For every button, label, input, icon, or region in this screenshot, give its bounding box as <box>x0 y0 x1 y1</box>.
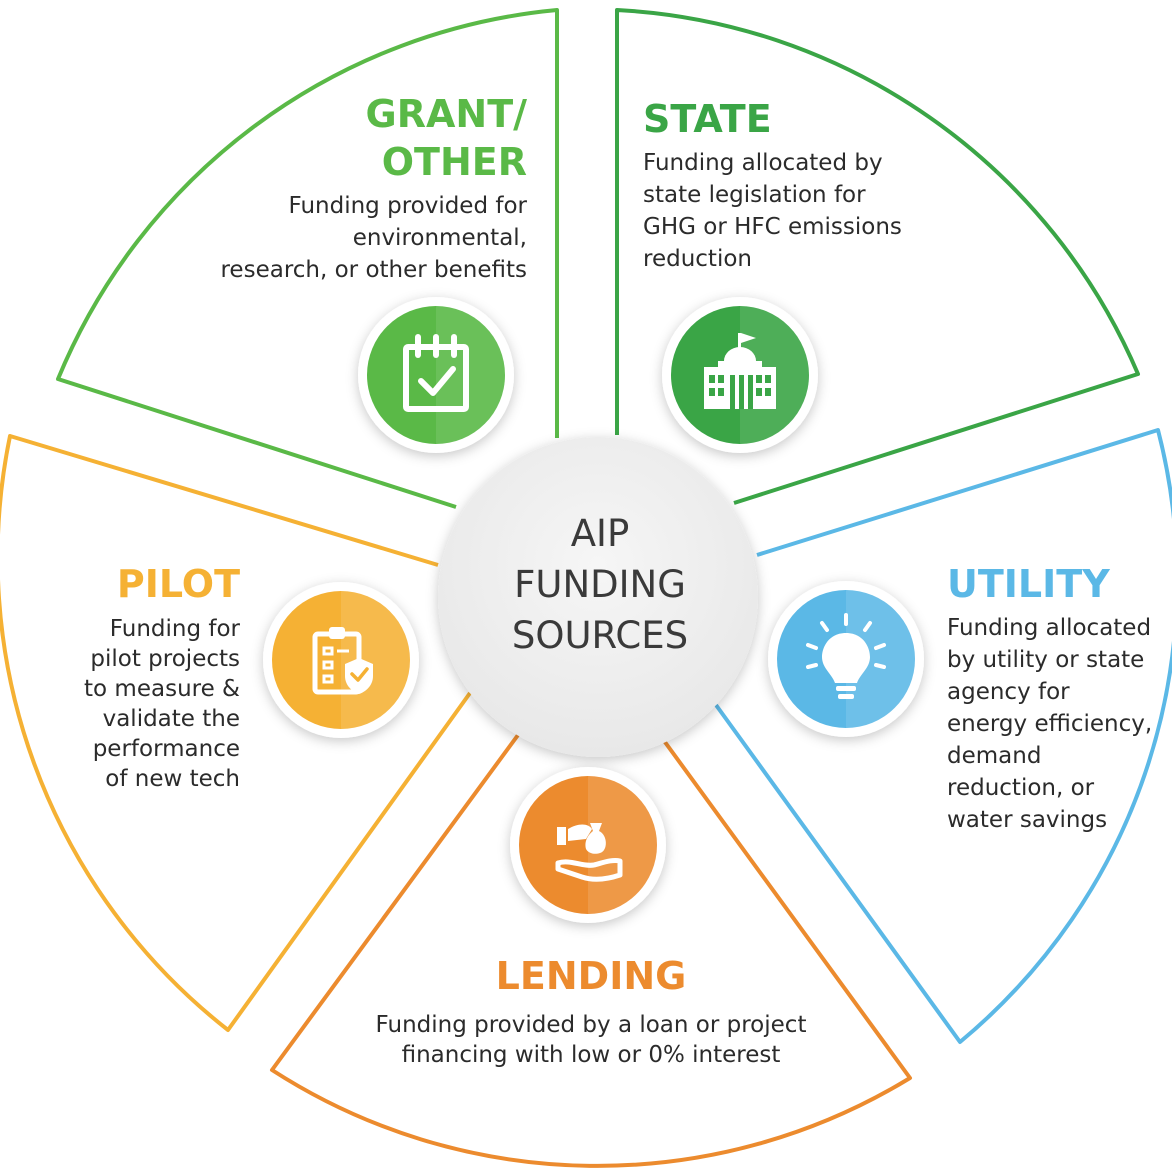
grant-icon-badge <box>358 297 514 453</box>
utility-icon-badge <box>768 581 924 737</box>
grant-title-line-2: OTHER <box>381 140 527 184</box>
pilot-description: Funding for pilot projects to measure & … <box>84 616 240 792</box>
utility-segment-outline <box>714 428 1172 1044</box>
utility-title: UTILITY <box>947 562 1110 606</box>
center-label-line-2: FUNDING <box>514 563 686 606</box>
lending-segment-outline <box>270 733 912 1168</box>
clipboard-shield-icon <box>312 627 373 695</box>
grant-title: GRANT/ OTHER <box>366 90 527 186</box>
utility-description: Funding allocated by utility or state ag… <box>947 615 1153 833</box>
center-label-line-3: SOURCES <box>511 614 689 657</box>
state-title: STATE <box>643 97 772 141</box>
center-label-line-1: AIP <box>570 512 630 555</box>
grant-segment-outline <box>56 8 559 509</box>
lending-description: Funding provided by a loan or project fi… <box>375 1012 807 1068</box>
center-circle <box>438 437 758 757</box>
hand-money-bag-icon <box>555 823 623 882</box>
grant-title-line-1: GRANT/ <box>365 92 527 136</box>
state-segment-outline <box>615 8 1140 505</box>
checklist-calendar-icon <box>403 334 469 412</box>
lending-icon-badge <box>510 767 666 923</box>
light-bulb-icon <box>806 613 886 699</box>
pilot-segment-outline <box>0 434 472 1032</box>
grant-description: Funding provided for environmental, rese… <box>220 193 527 283</box>
state-icon-badge <box>662 297 818 453</box>
center-label: AIP FUNDING SOURCES <box>440 508 760 661</box>
lending-title: LENDING <box>495 954 687 998</box>
state-description: Funding allocated by state legislation f… <box>643 150 902 272</box>
pilot-title: PILOT <box>116 562 240 606</box>
pilot-icon-badge <box>263 582 419 738</box>
